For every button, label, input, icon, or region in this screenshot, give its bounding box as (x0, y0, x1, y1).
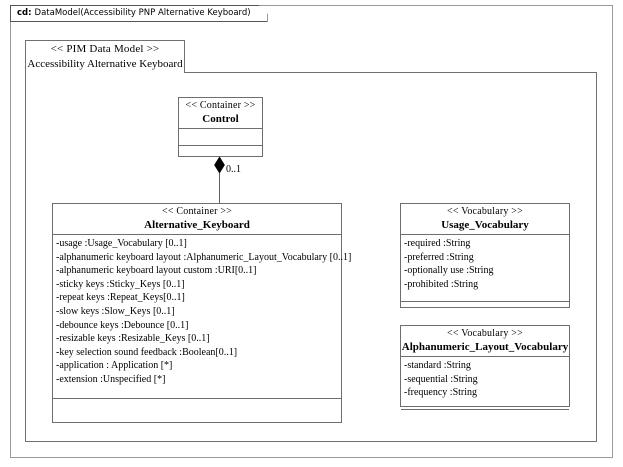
class-attribute: -required :String (404, 238, 471, 249)
class-attributes-compartment: -usage :Usage_Vocabulary [0..1] -alphanu… (53, 235, 352, 399)
class-operations-compartment (401, 302, 569, 316)
class-attribute: -preferred :String (404, 251, 474, 263)
class-box-control[interactable]: << Container >> Control (178, 97, 263, 157)
class-attribute: -debounce keys :Debounce [0..1] (56, 319, 189, 331)
class-attributes-compartment: -required :String -preferred :String -op… (401, 235, 569, 302)
class-attribute: -resizable keys :Resizable_Keys [0..1] (56, 333, 210, 345)
class-attribute: -frequency :String (404, 387, 478, 399)
class-name: Alternative_Keyboard (144, 219, 250, 231)
association-multiplicity-label: 0..1 (226, 164, 241, 175)
class-header: << Vocabulary >> Alphanumeric_Layout_Voc… (401, 326, 569, 357)
class-header: << Container >> Alternative_Keyboard (53, 204, 341, 235)
class-stereotype: << Vocabulary >> (447, 206, 523, 217)
class-name: Control (202, 113, 239, 125)
composition-line (219, 157, 220, 203)
diagram-kind-label: cd: (17, 8, 32, 19)
class-attribute: -standard :String (404, 360, 471, 371)
class-name: Alphanumeric_Layout_Vocabulary (401, 341, 569, 353)
composition-diamond-icon (214, 157, 225, 173)
class-attribute: -usage :Usage_Vocabulary [0..1] (56, 238, 187, 249)
class-stereotype: << Container >> (162, 206, 232, 217)
class-attribute: -alphanumeric keyboard layout :Alphanume… (56, 251, 352, 263)
class-attribute: -application : Application [*] (56, 360, 173, 372)
package-name: Accessibility Alternative Keyboard (27, 58, 183, 70)
class-attribute: -extension :Unspecified [*] (56, 373, 166, 385)
class-attributes-compartment: -standard :String -sequential :String -f… (401, 357, 569, 410)
class-attribute: -alphanumeric keyboard layout custom :UR… (56, 265, 257, 277)
class-attribute: -key selection sound feedback :Boolean[0… (56, 346, 238, 358)
class-attribute: -sticky keys :Sticky_Keys [0..1] (56, 278, 185, 290)
package-stereotype: << PIM Data Model >> (50, 43, 160, 55)
diagram-title-text: DataModel(Accessibility PNP Alternative … (34, 8, 251, 19)
class-box-usage-vocabulary[interactable]: << Vocabulary >> Usage_Vocabulary -requi… (400, 203, 570, 308)
class-operations-compartment (53, 399, 341, 424)
class-attribute: -sequential :String (404, 373, 478, 385)
class-header: << Vocabulary >> Usage_Vocabulary (401, 204, 569, 235)
class-attribute: -optionally use :String (404, 265, 494, 277)
diagram-title-tab: cd: DataModel(Accessibility PNP Alternat… (10, 5, 268, 22)
package-header: << PIM Data Model >> Accessibility Alter… (25, 40, 185, 73)
class-stereotype: << Vocabulary >> (447, 328, 523, 339)
class-box-alphanumeric-layout-vocabulary[interactable]: << Vocabulary >> Alphanumeric_Layout_Voc… (400, 325, 570, 410)
class-attribute: -repeat keys :Repeat_Keys[0..1] (56, 292, 185, 304)
class-attributes-compartment (179, 129, 262, 146)
class-stereotype: << Container >> (185, 100, 256, 111)
class-attribute: -slow keys :Slow_Keys [0..1] (56, 305, 175, 317)
class-name: Usage_Vocabulary (441, 219, 529, 231)
class-header: << Container >> Control (179, 98, 262, 129)
class-attribute: -prohibited :String (404, 278, 479, 290)
class-box-alternative-keyboard[interactable]: << Container >> Alternative_Keyboard -us… (52, 203, 352, 424)
